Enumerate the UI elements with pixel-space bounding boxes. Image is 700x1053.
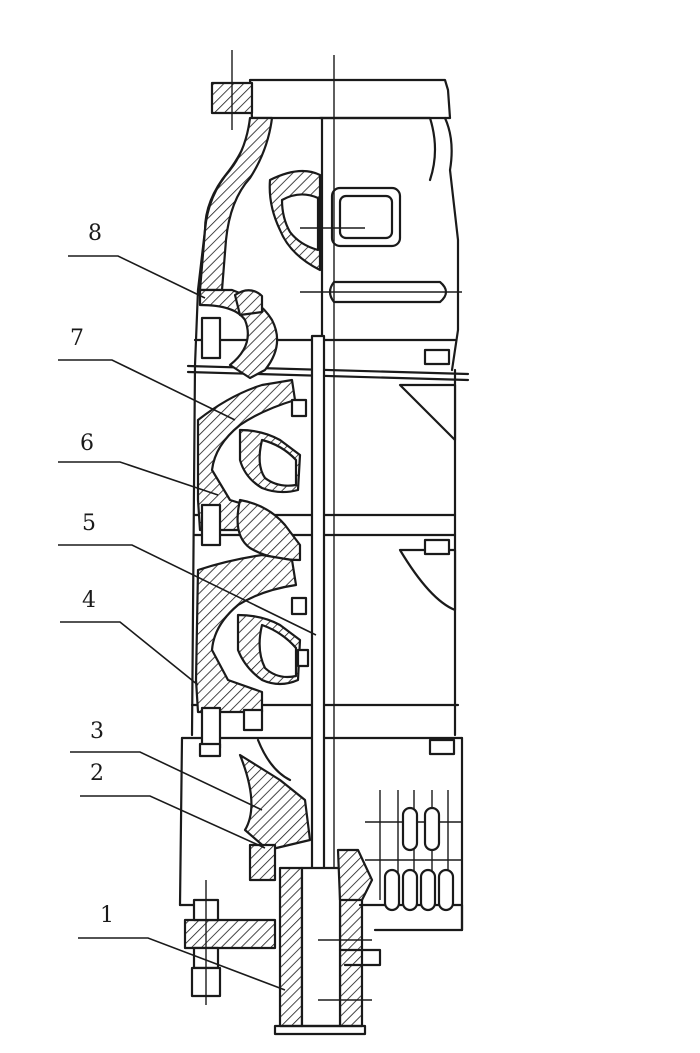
callout-1: 1 xyxy=(78,903,286,991)
stage-bolt-1 xyxy=(200,316,222,360)
svg-text:4: 4 xyxy=(82,588,96,613)
stage-bowls xyxy=(194,288,310,758)
callout-6: 6 xyxy=(58,431,219,496)
svg-text:5: 5 xyxy=(82,511,96,536)
joint-line-upper xyxy=(186,370,470,382)
callout-3: 3 xyxy=(70,719,263,811)
callout-7: 7 xyxy=(58,326,236,421)
suction-section xyxy=(178,736,464,1036)
stage-bolt-2 xyxy=(200,503,222,547)
svg-text:2: 2 xyxy=(90,761,104,786)
svg-text:6: 6 xyxy=(80,431,94,456)
callout-8: 8 xyxy=(68,221,206,299)
svg-text:7: 7 xyxy=(70,326,84,351)
callouts: 8 7 6 5 4 3 2 1 xyxy=(58,221,317,991)
callout-2: 2 xyxy=(80,761,266,849)
pump-shaft xyxy=(310,55,335,1015)
callout-5: 5 xyxy=(58,511,317,636)
bowl-window xyxy=(330,186,402,248)
pump-casing xyxy=(180,50,470,756)
svg-text:1: 1 xyxy=(100,903,114,928)
svg-text:8: 8 xyxy=(88,221,102,246)
callout-4: 4 xyxy=(60,588,199,686)
stage-bolt-3 xyxy=(200,706,222,750)
svg-text:3: 3 xyxy=(90,719,104,744)
discharge-flange xyxy=(248,78,452,120)
